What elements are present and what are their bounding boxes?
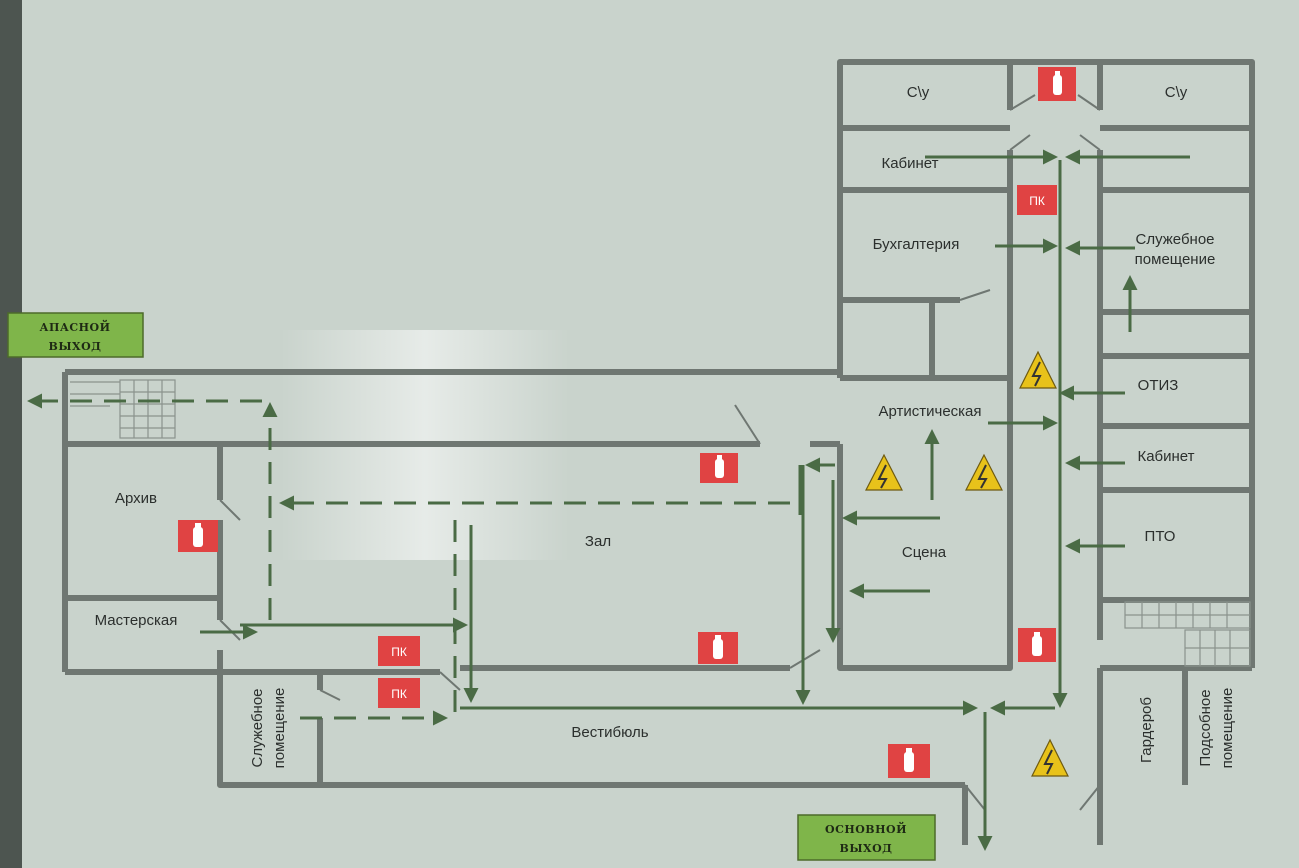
fire-extinguisher-icon: [1018, 628, 1056, 662]
fire-hose-cabinets: ПК ПК ПК: [378, 185, 1057, 708]
spare-exit-line1: АПАСНОЙ: [40, 319, 111, 334]
room-pto: ПТО: [1145, 528, 1176, 545]
room-vestibule: Вестибюль: [571, 724, 648, 741]
room-labels: С\у С\у Кабинет Бухгалтерия Служебное по…: [95, 84, 1236, 768]
electrical-hazard-icon: [1031, 738, 1069, 777]
room-service-right-l1: Служебное: [1135, 231, 1214, 248]
hazard-signs: [865, 350, 1069, 777]
main-exit-line2: ВЫХОД: [840, 842, 893, 855]
fire-extinguisher-icon: [178, 520, 218, 552]
room-utility-l1: Подсобное: [1197, 689, 1214, 766]
evacuation-routes-dashed: [27, 393, 790, 726]
electrical-hazard-icon: [1019, 350, 1057, 389]
fire-extinguishers: [178, 67, 1076, 778]
room-artists: Артистическая: [878, 403, 981, 420]
room-cabinet-mid: Кабинет: [1137, 448, 1194, 465]
room-wc-left: С\у: [907, 84, 930, 101]
room-workshop: Мастерская: [95, 612, 178, 629]
spare-exit-line2: ВЫХОД: [49, 340, 102, 353]
room-accounting: Бухгалтерия: [873, 236, 960, 253]
room-service-right-l2: помещение: [1135, 251, 1216, 268]
fire-extinguisher-icon: [700, 453, 738, 483]
spare-exit-sign: АПАСНОЙ ВЫХОД: [7, 312, 144, 358]
room-wc-right: С\у: [1165, 84, 1188, 101]
electrical-hazard-icon: [965, 453, 1003, 491]
room-archive: Архив: [115, 490, 157, 507]
board-frame-left: [0, 0, 22, 868]
door-marks: [219, 94, 1101, 811]
room-utility-l2: помещение: [1219, 688, 1236, 769]
evacuation-routes-solid: [200, 149, 1190, 851]
electrical-hazard-icon: [865, 453, 903, 491]
staircase-east: [1124, 601, 1251, 667]
staircase-west: [70, 379, 176, 439]
fire-hose-label: ПК: [391, 645, 407, 659]
fire-extinguisher-icon: [1038, 67, 1076, 101]
room-service-bottom-l2: помещение: [271, 688, 288, 769]
fire-hose-label: ПК: [1029, 194, 1045, 208]
fire-extinguisher-icon: [888, 744, 930, 778]
fire-extinguisher-icon: [698, 632, 738, 664]
room-hall: Зал: [585, 533, 611, 550]
room-wardrobe: Гардероб: [1138, 697, 1155, 763]
main-exit-line1: ОСНОВНОЙ: [825, 821, 907, 836]
walls: [62, 59, 1255, 845]
room-service-bottom-l1: Служебное: [249, 688, 266, 767]
room-otiz: ОТИЗ: [1138, 377, 1179, 394]
room-cabinet-top: Кабинет: [881, 155, 938, 172]
fire-hose-label: ПК: [391, 687, 407, 701]
main-exit-sign: ОСНОВНОЙ ВЫХОД: [797, 814, 936, 861]
room-stage: Сцена: [902, 544, 947, 561]
